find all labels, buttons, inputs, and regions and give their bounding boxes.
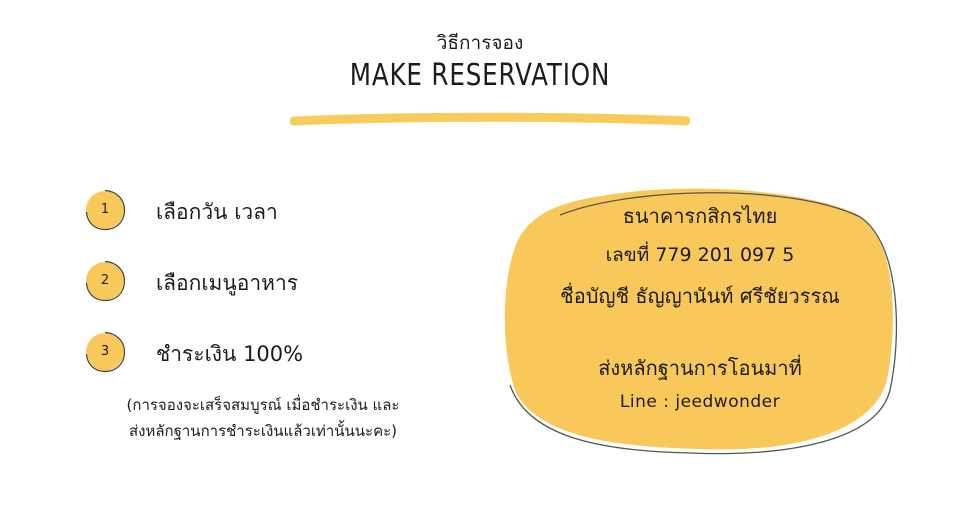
note-line-2: ส่งหลักฐานการชำระเงินแล้วเท่านั้นนะคะ)	[128, 422, 398, 440]
slip-instruction: ส่งหลักฐานการโอนมาที่	[598, 356, 802, 380]
step-2: 2 เลือกเมนูอาหาร	[82, 258, 462, 302]
page-title: MAKE RESERVATION	[349, 58, 611, 93]
step-number: 2	[100, 273, 110, 288]
step-1: 1 เลือกวัน เวลา	[82, 187, 462, 231]
step-badge-icon	[85, 331, 126, 373]
step-number: 3	[100, 344, 110, 359]
note-line-1: (การจองจะเสร็จสมบูรณ์ เมื่อชำระเงิน และ	[126, 396, 400, 414]
step-label: เลือกเมนูอาหาร	[156, 271, 299, 295]
title-underline	[290, 112, 690, 126]
step-number: 1	[100, 202, 110, 217]
step-3: 3 ชำระเงิน 100%	[82, 329, 462, 373]
bank-name: ธนาคารกสิกรไทย	[622, 204, 778, 228]
account-number: เลขที่ 779 201 097 5	[605, 244, 795, 266]
step-label: ชำระเงิน 100%	[156, 342, 304, 366]
payment-blob-shape	[504, 188, 898, 455]
account-owner: ชื่อบัญชี ธัญญานันท์ ศรีชัยวรรณ	[560, 284, 840, 308]
section-subtitle: วิธีการจอง	[436, 32, 524, 54]
reservation-note: (การจองจะเสร็จสมบูรณ์ เมื่อชำระเงิน และ …	[88, 392, 438, 444]
step-badge-icon	[85, 189, 126, 231]
step-badge-icon	[85, 260, 126, 302]
step-label: เลือกวัน เวลา	[156, 200, 278, 224]
line-contact: Line : jeedwonder	[619, 392, 781, 412]
